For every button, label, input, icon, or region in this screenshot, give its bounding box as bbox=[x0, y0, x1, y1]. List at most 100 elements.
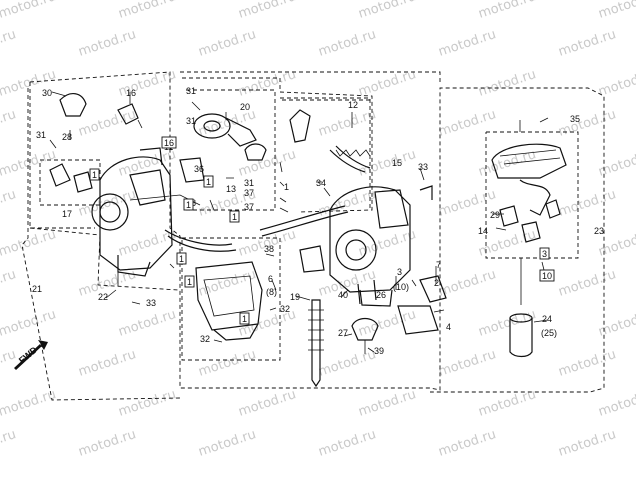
watermark-text: motod.ru bbox=[197, 427, 258, 460]
callout-12: 12 bbox=[348, 100, 358, 110]
callout-15: 15 bbox=[392, 158, 402, 168]
fwd-label: FWD bbox=[17, 344, 40, 365]
callout-boxed-1: 1 bbox=[187, 277, 192, 287]
callout-paren: (25) bbox=[541, 328, 557, 338]
watermark-text: motod.ru bbox=[317, 347, 378, 380]
watermark-text: motod.ru bbox=[237, 0, 298, 22]
callout-box bbox=[89, 168, 100, 181]
watermark-text: motod.ru bbox=[117, 0, 178, 22]
watermark-text: motod.ru bbox=[557, 427, 618, 460]
callout-38: 38 bbox=[264, 244, 274, 254]
spring-assembly bbox=[289, 109, 433, 200]
watermark-text: motod.ru bbox=[117, 147, 178, 180]
watermark-text: motod.ru bbox=[477, 307, 538, 340]
callout-21: 21 bbox=[32, 284, 42, 294]
callout-boxed-1: 1 bbox=[232, 212, 237, 222]
watermark-text: motod.ru bbox=[0, 267, 18, 300]
callout-6: 6 bbox=[268, 274, 273, 284]
callout-13: 13 bbox=[226, 184, 236, 194]
watermark-text: motod.ru bbox=[597, 387, 636, 420]
watermark-text: motod.ru bbox=[0, 387, 58, 420]
watermark-text: motod.ru bbox=[0, 187, 18, 220]
watermark-layer: motod.ru motod.ru motod.ru motod.ru motod.ru… bbox=[0, 0, 636, 460]
lower-parts bbox=[351, 275, 447, 354]
callout-box bbox=[176, 252, 187, 265]
callout-7: 7 bbox=[436, 260, 441, 270]
watermark-text: motod.ru bbox=[597, 0, 636, 22]
watermark-text: motod.ru bbox=[477, 67, 538, 100]
callout-1: 1 bbox=[284, 182, 289, 192]
callout-box bbox=[229, 210, 240, 223]
watermark-text: motod.ru bbox=[0, 347, 18, 380]
watermark-text: motod.ru bbox=[557, 27, 618, 60]
callout-36: 36 bbox=[194, 164, 204, 174]
cylinder-part-24 bbox=[509, 258, 533, 358]
watermark-text: motod.ru bbox=[557, 187, 618, 220]
callout-29: 29 bbox=[490, 210, 500, 220]
callout-20: 20 bbox=[240, 102, 250, 112]
callout-boxed-10: 10 bbox=[542, 271, 552, 281]
callout-paren: (10) bbox=[393, 282, 409, 292]
callout-32: 32 bbox=[200, 334, 210, 344]
callout-boxed-1: 1 bbox=[179, 254, 184, 264]
watermark-text: motod.ru bbox=[0, 0, 58, 22]
callout-16: 16 bbox=[126, 88, 136, 98]
watermark-text: motod.ru bbox=[437, 347, 498, 380]
watermark-text: motod.ru bbox=[437, 427, 498, 460]
watermark-text: motod.ru bbox=[317, 427, 378, 460]
callout-2: 2 bbox=[434, 278, 439, 288]
watermark-text: motod.ru bbox=[437, 27, 498, 60]
callout-boxed-1: 1 bbox=[206, 177, 211, 187]
leader-lines bbox=[49, 91, 549, 353]
watermark-text: motod.ru bbox=[437, 267, 498, 300]
callout-box bbox=[239, 312, 250, 325]
watermark-text: motod.ru bbox=[77, 187, 138, 220]
watermark-text: motod.ru bbox=[117, 387, 178, 420]
watermark-text: motod.ru bbox=[597, 147, 636, 180]
left-carburetor bbox=[91, 147, 201, 277]
callout-paren: (8) bbox=[266, 287, 277, 297]
callout-31: 31 bbox=[186, 116, 196, 126]
left-float-bowl bbox=[195, 261, 263, 341]
callout-27: 27 bbox=[338, 328, 348, 338]
watermark-text: motod.ru bbox=[317, 27, 378, 60]
callout-box bbox=[184, 275, 195, 288]
watermark-text: motod.ru bbox=[197, 347, 258, 380]
callout-33: 33 bbox=[418, 162, 428, 172]
watermark-text: motod.ru bbox=[77, 347, 138, 380]
watermark-text: motod.ru bbox=[557, 347, 618, 380]
watermark-text: motod.ru bbox=[0, 427, 18, 460]
callout-4: 4 bbox=[446, 322, 451, 332]
callout-boxed-1: 1 bbox=[242, 314, 247, 324]
callout-31: 31 bbox=[186, 86, 196, 96]
right-carburetor bbox=[329, 186, 411, 307]
watermark-text: motod.ru bbox=[357, 307, 418, 340]
watermark-text: motod.ru bbox=[197, 267, 258, 300]
watermark-text: motod.ru bbox=[317, 107, 378, 140]
watermark-text: motod.ru bbox=[437, 107, 498, 140]
needle-jet bbox=[308, 299, 324, 388]
callout-boxed-1: 1 bbox=[92, 170, 97, 180]
callout-box bbox=[539, 247, 550, 260]
watermark-text: motod.ru bbox=[357, 147, 418, 180]
watermark-text: motod.ru bbox=[437, 187, 498, 220]
watermark-text: motod.ru bbox=[0, 307, 58, 340]
callout-31: 31 bbox=[36, 130, 46, 140]
watermark-text: motod.ru bbox=[0, 227, 58, 260]
fwd-arrow-icon bbox=[14, 340, 48, 370]
watermark-text: motod.ru bbox=[237, 387, 298, 420]
watermark-text: motod.ru bbox=[77, 27, 138, 60]
callout-31: 31 bbox=[244, 178, 254, 188]
callout-box bbox=[539, 269, 555, 282]
callout-35: 35 bbox=[570, 114, 580, 124]
callout-28: 28 bbox=[62, 132, 72, 142]
watermark-text: motod.ru bbox=[557, 267, 618, 300]
watermark-text: motod.ru bbox=[77, 427, 138, 460]
watermark-text: motod.ru bbox=[557, 107, 618, 140]
watermark-text: motod.ru bbox=[0, 27, 18, 60]
watermark-text: motod.ru bbox=[597, 307, 636, 340]
watermark-text: motod.ru bbox=[77, 107, 138, 140]
callout-40: 40 bbox=[338, 290, 348, 300]
